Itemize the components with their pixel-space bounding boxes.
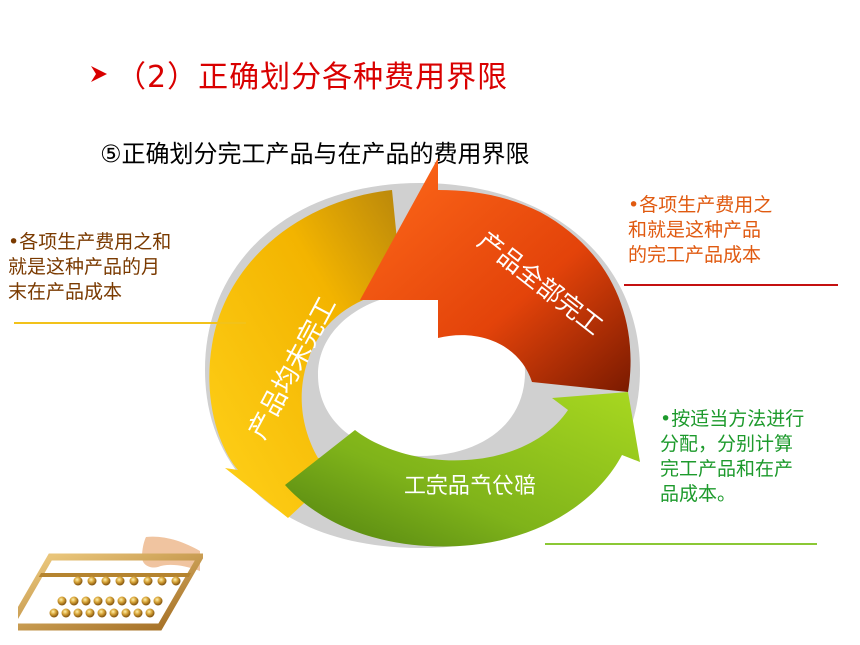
arrow-bullet-icon [91,66,107,82]
bottom-arrow-label: 部分产品完工 [404,474,536,499]
note-line: 的完工产品成本 [628,244,762,266]
orange-arrow [360,158,631,392]
yellow-arrow [209,190,402,518]
note-line: 末在产品成本 [8,281,123,303]
note-allocation-method: •按适当方法进行 分配，分别计算 完工产品和在产 品成本。 [660,407,845,507]
note-line: •按适当方法进行 [660,408,805,430]
divider-right [624,284,838,286]
note-line: 完工产品和在产 [660,458,794,480]
note-line: 就是这种产品的月 [8,256,161,278]
slide-title: （2）正确划分各种费用界限 [88,52,508,96]
divider-left [14,322,246,324]
note-line: 品成本。 [660,483,737,505]
note-line: 分配，分别计算 [660,433,794,455]
abacus-icon [18,536,203,631]
note-line: •各项生产费用之 [628,194,773,216]
green-arrow [285,392,640,547]
subtitle: ⑤正确划分完工产品与在产品的费用界限 [100,140,530,168]
note-line: •各项生产费用之和 [8,231,172,253]
divider-green [545,543,817,545]
note-finished-product-cost: •各项生产费用之 和就是这种产品 的完工产品成本 [628,193,828,268]
note-line: 和就是这种产品 [628,219,762,241]
title-text: （2）正确划分各种费用界限 [116,60,509,95]
note-month-end-wip: •各项生产费用之和 就是这种产品的月 末在产品成本 [8,230,228,305]
